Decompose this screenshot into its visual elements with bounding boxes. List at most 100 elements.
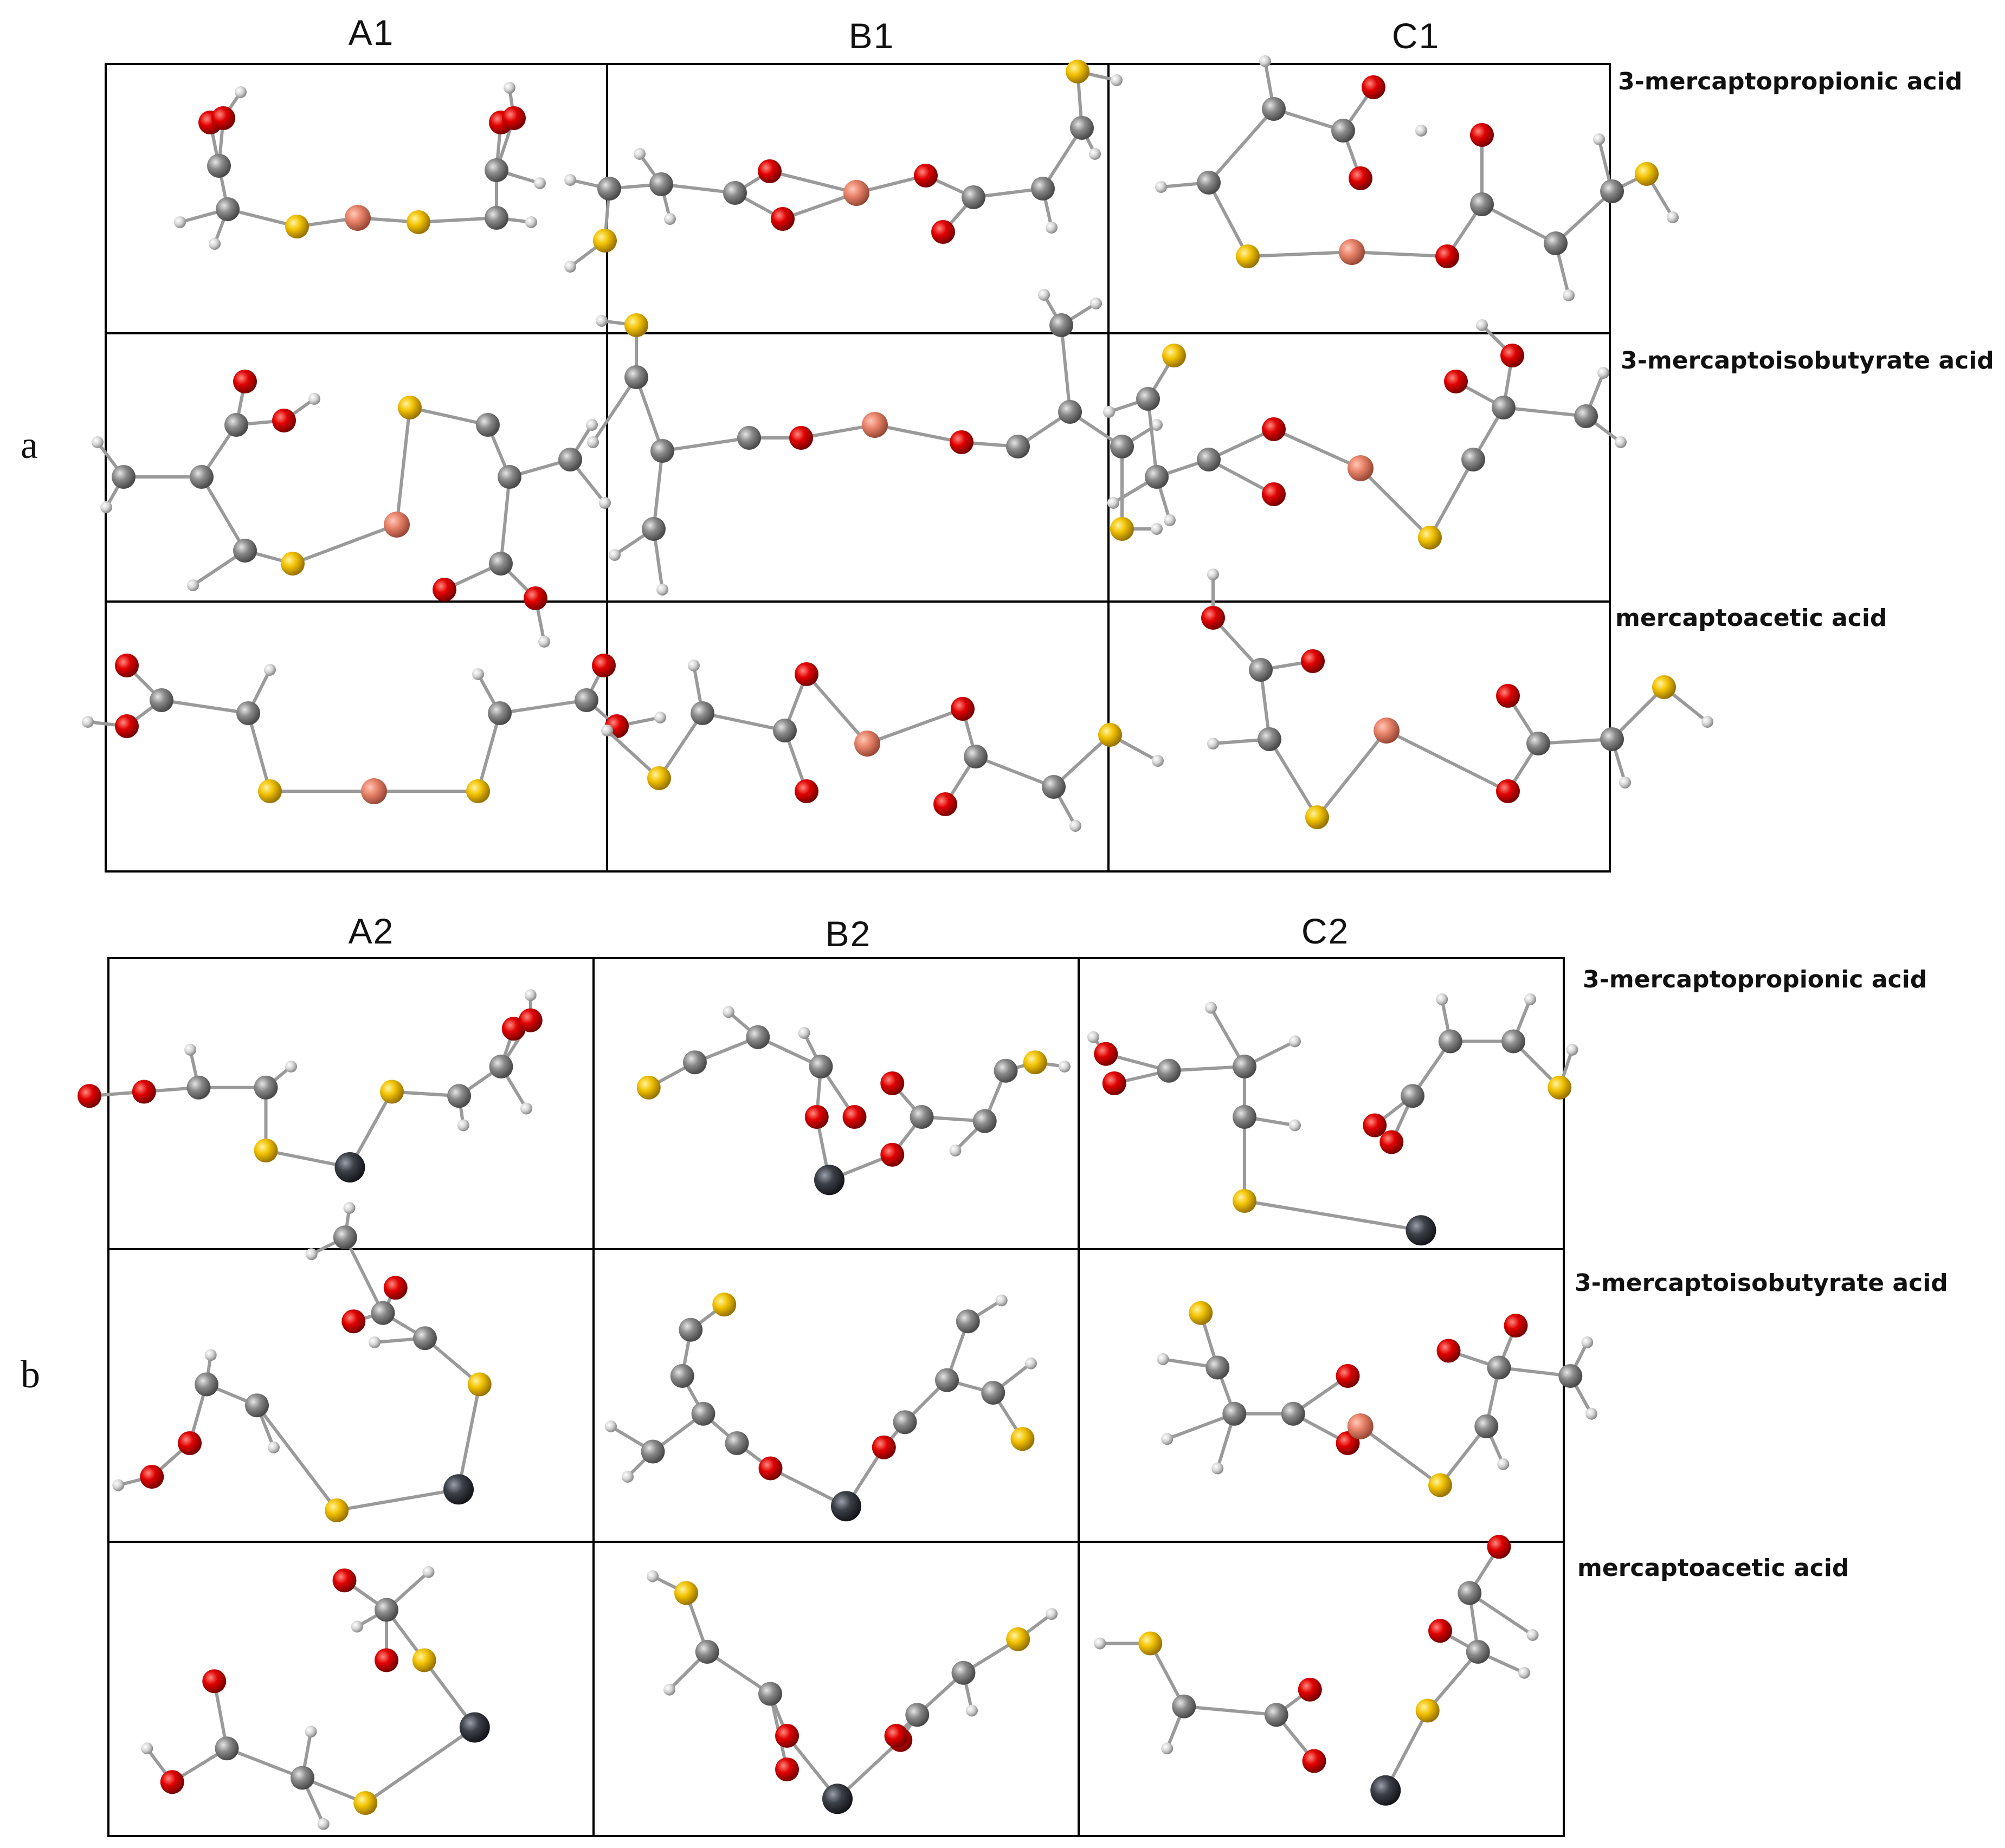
oxygen-atom: [771, 207, 795, 231]
oxygen-atom: [78, 1084, 101, 1108]
carbon-atom: [233, 539, 257, 563]
carbon-atom: [670, 1364, 694, 1388]
hydrogen-atom: [82, 716, 94, 728]
carbon-atom: [1574, 404, 1598, 428]
bond-line: [364, 1726, 476, 1805]
hydrogen-atom: [995, 1294, 1008, 1307]
metal-atom: [1406, 1215, 1436, 1246]
hydrogen-atom: [305, 1726, 317, 1738]
carbon-atom: [679, 1317, 703, 1342]
copper-atom: [862, 412, 888, 438]
bond-line: [292, 523, 398, 565]
carbon-atom: [371, 1301, 395, 1325]
sulfur-atom: [1233, 1189, 1256, 1213]
sulfur-atom: [674, 1581, 698, 1605]
oxygen-atom: [1102, 1071, 1126, 1095]
carbon-atom: [1049, 313, 1073, 337]
oxygen-atom: [132, 1080, 156, 1104]
hydrogen-atom: [308, 393, 320, 405]
hydrogen-atom: [1259, 55, 1271, 67]
bond-line: [1499, 1366, 1571, 1378]
carbon-atom: [624, 365, 648, 389]
bond-line: [1183, 1704, 1277, 1717]
carbon-atom: [981, 1381, 1005, 1405]
hydrogen-atom: [187, 579, 199, 591]
sulfur-atom: [412, 1648, 436, 1672]
oxygen-atom: [804, 1105, 829, 1129]
sulfur-atom: [1635, 162, 1659, 186]
carbon-atom: [413, 1326, 437, 1351]
hydrogen-atom: [1069, 820, 1081, 832]
hydrogen-atom: [141, 1742, 153, 1755]
hydrogen-atom: [605, 1420, 617, 1432]
carbon-atom: [1042, 775, 1066, 799]
carbon-atom: [1222, 1401, 1247, 1426]
carbon-atom: [1006, 435, 1030, 458]
copper-atom: [345, 205, 371, 231]
hydrogen-atom: [1161, 1742, 1174, 1755]
metal-atom: [334, 1152, 365, 1183]
bond-line: [1207, 182, 1249, 257]
carbon-atom: [1474, 1414, 1499, 1438]
oxygen-atom: [884, 1724, 908, 1748]
carbon-atom: [1487, 1355, 1511, 1380]
hydrogen-atom: [1563, 289, 1575, 301]
molecule-model: [647, 1570, 1058, 1814]
carbon-atom: [488, 701, 512, 725]
hydrogen-atom: [688, 660, 700, 671]
carbon-atom: [489, 1055, 513, 1078]
molecule-model: [1157, 1301, 1597, 1497]
bond-line: [1041, 127, 1084, 190]
molecule-model: [1201, 568, 1713, 829]
oxygen-atom: [914, 164, 938, 188]
sulfur-atom: [1652, 675, 1676, 699]
oxygen-atom: [592, 654, 616, 677]
hydrogen-atom: [1585, 1407, 1597, 1420]
carbon-atom: [489, 552, 513, 576]
column-header-a1: A1: [348, 12, 395, 53]
sulfur-atom: [258, 779, 282, 803]
sulfur-atom: [285, 215, 309, 238]
carbon-atom: [1262, 97, 1286, 121]
hydrogen-atom: [587, 436, 599, 448]
hydrogen-atom: [663, 1683, 675, 1696]
copper-atom: [361, 778, 387, 804]
hydrogen-atom: [1524, 993, 1536, 1005]
hydrogen-atom: [264, 664, 276, 676]
oxygen-atom: [383, 1276, 408, 1300]
molecule-model: [78, 989, 543, 1183]
hydrogen-atom: [1161, 1433, 1174, 1445]
carbon-atom: [691, 1401, 715, 1426]
carbon-atom: [964, 745, 988, 768]
oxygen-atom: [1379, 1130, 1404, 1154]
sulfur-atom: [1006, 1627, 1030, 1651]
bond-line: [1554, 190, 1614, 245]
oxygen-atom: [758, 159, 782, 183]
hydrogen-atom: [656, 584, 668, 596]
sulfur-atom: [1162, 344, 1186, 367]
bond-line: [1538, 738, 1613, 745]
oxygen-atom: [1201, 606, 1225, 630]
sulfur-atom: [407, 210, 430, 234]
bond-line: [1610, 686, 1666, 741]
carbon-atom: [1136, 387, 1160, 411]
hydrogen-atom: [586, 419, 598, 431]
carbon-atom: [1438, 1029, 1462, 1054]
carbon-atom: [695, 1640, 719, 1664]
sulfur-atom: [398, 396, 422, 419]
hydrogen-atom: [343, 1202, 356, 1214]
bond-line: [652, 450, 664, 529]
hydrogen-atom: [1518, 1666, 1530, 1679]
carbon-atom: [1558, 1364, 1583, 1388]
hydrogen-atom: [1059, 1061, 1071, 1072]
bond-line: [336, 1488, 459, 1512]
bond-line: [1208, 458, 1275, 496]
sulfur-atom: [1138, 1631, 1163, 1656]
carbon-atom: [972, 1109, 997, 1133]
oxygen-atom: [1500, 344, 1524, 367]
carbon-atom: [1466, 1640, 1490, 1664]
molecule-model: [587, 289, 1163, 596]
hydrogen-atom: [1667, 211, 1679, 223]
carbon-atom: [1157, 1058, 1181, 1083]
oxygen-atom: [1336, 1364, 1360, 1388]
